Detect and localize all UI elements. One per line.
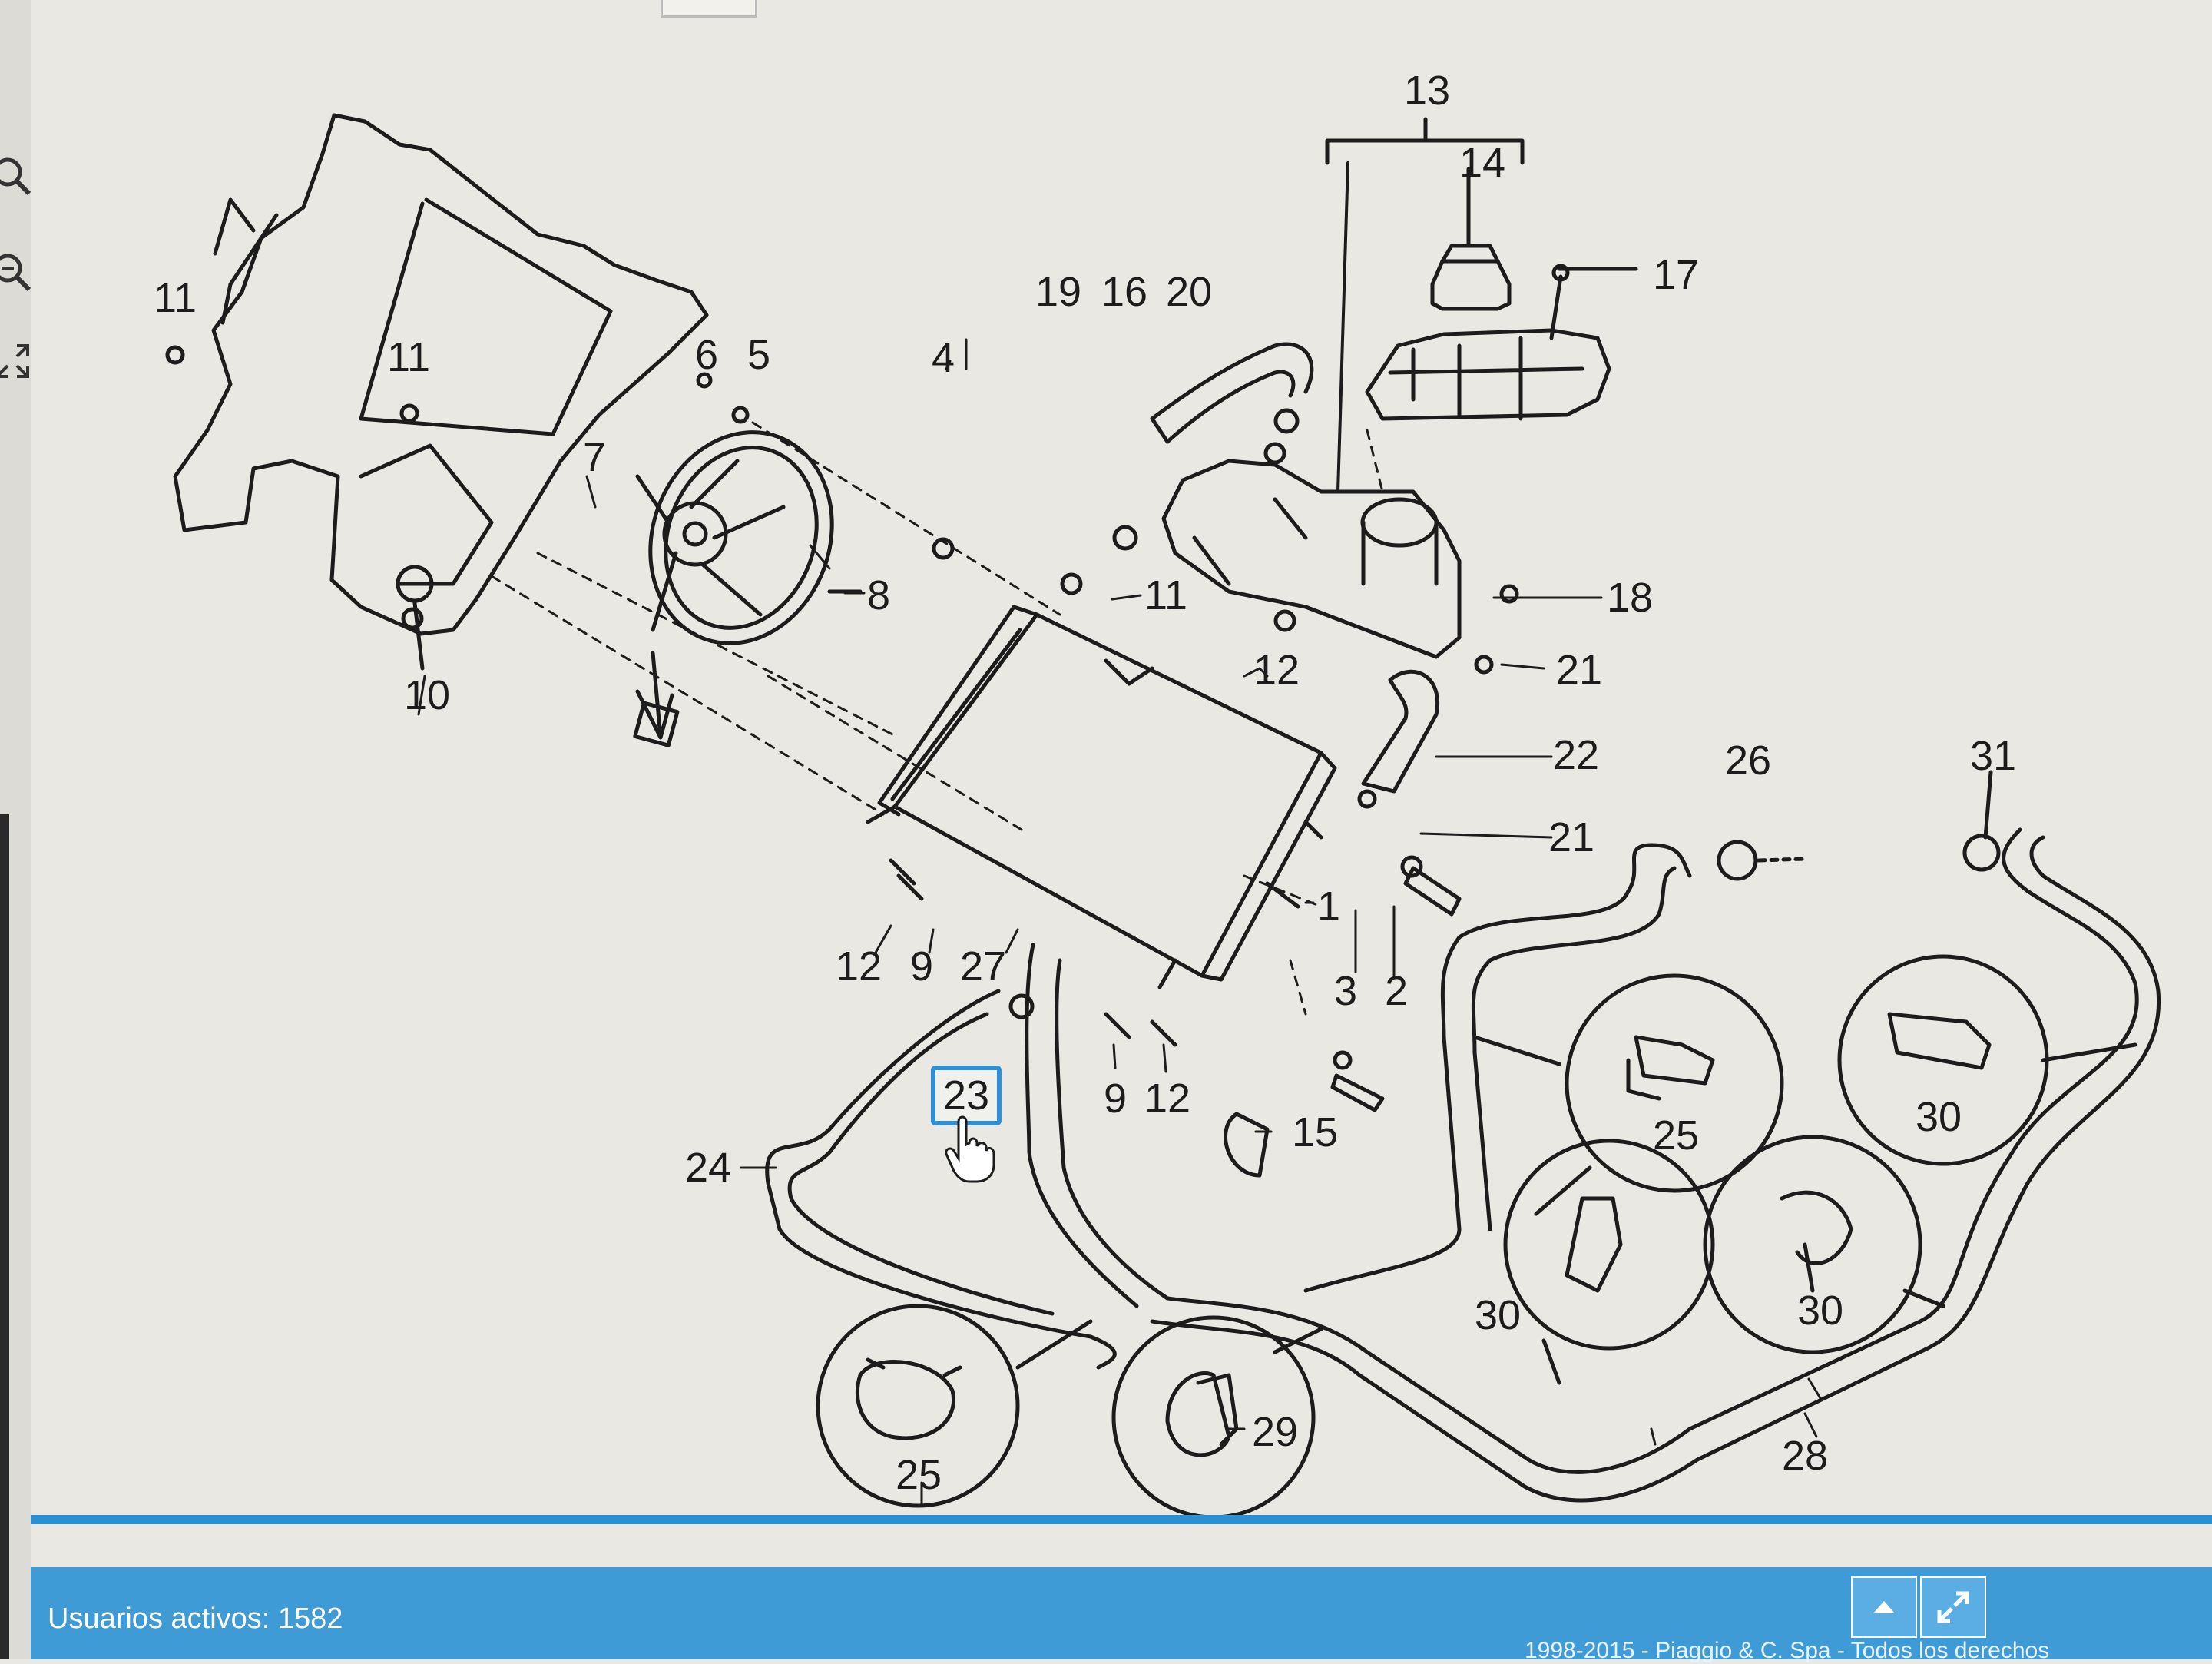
callout-11[interactable]: 11 [153,275,197,321]
zoom-out-icon[interactable] [0,250,35,296]
callout-31[interactable]: 31 [1969,733,2017,779]
scroll-top-icon [1873,1601,1895,1613]
callout-17[interactable]: 17 [1652,252,1700,298]
detail-circle-29 [1111,1315,1323,1520]
callout-20[interactable]: 20 [1165,269,1213,315]
connector-part-31 [1962,770,2001,872]
callout-11[interactable]: 11 [1144,572,1188,618]
callout-21[interactable]: 21 [1548,814,1595,860]
detail-circle-30a [1503,1139,1715,1385]
radiator-part-1 [866,605,1337,989]
callout-25[interactable]: 25 [895,1452,942,1498]
detail-circle-25b [1472,973,1784,1193]
assembly-guide-lines [490,421,1384,1016]
callout-25[interactable]: 25 [1652,1112,1700,1159]
callout-27[interactable]: 27 [959,943,1007,989]
callout-30[interactable]: 30 [1474,1292,1522,1338]
hose-part-28 [1150,827,2161,1503]
expansion-tank-part-13 [1161,459,1462,659]
callout-8[interactable]: 8 [866,572,891,618]
callout-6[interactable]: 6 [694,332,719,378]
left-toolbar [0,115,46,423]
expand-icon [1937,1591,1969,1623]
callout-28[interactable]: 28 [1781,1433,1829,1479]
active-users-status: Usuarios activos: 1582 [48,1603,343,1635]
shroud-part-10 [173,113,709,671]
hose-part-20 [1150,342,1314,465]
small-hardware [165,345,1519,1178]
callout-3[interactable]: 3 [1333,968,1358,1014]
fan-part-8 [633,430,863,747]
hand-pointer-cursor [945,1115,995,1183]
detail-circle-30b [1837,954,2137,1166]
scroll-top-button[interactable] [1851,1576,1917,1638]
callout-1[interactable]: 1 [1316,883,1341,930]
detail-circle-25a [816,1304,1093,1508]
callout-26[interactable]: 26 [1724,738,1772,784]
hose-part-24 [765,943,1170,1370]
monitor-bezel [0,814,9,1659]
callout-leaders [417,338,1822,1507]
cap-part-14 [1430,167,1512,311]
callout-23-highlighted[interactable]: 23 [930,1066,1002,1125]
callout-9[interactable]: 9 [1103,1076,1128,1122]
callout-15[interactable]: 15 [1291,1109,1339,1155]
fullscreen-icon[interactable] [0,338,35,384]
detail-circle-30c [1703,1135,1945,1354]
copyright-text: 1998-2015 - Piaggio & C. Spa - Todos los… [1525,1638,2050,1663]
callout-29[interactable]: 29 [1251,1409,1299,1455]
callout-12[interactable]: 12 [835,943,882,989]
callout-21[interactable]: 21 [1555,647,1603,693]
callout-14[interactable]: 14 [1459,140,1506,186]
callout-4[interactable]: 4 [931,335,955,381]
callout-30[interactable]: 30 [1796,1288,1844,1334]
callout-24[interactable]: 24 [684,1145,732,1191]
callout-12[interactable]: 12 [1253,647,1300,693]
callout-5[interactable]: 5 [747,332,771,378]
callout-16[interactable]: 16 [1101,269,1148,315]
top-tab[interactable] [661,0,757,18]
bracket-13 [1325,117,1525,493]
callout-9[interactable]: 9 [909,943,934,989]
callout-13[interactable]: 13 [1403,68,1451,114]
callout-10[interactable]: 10 [403,672,451,718]
callout-19[interactable]: 19 [1035,269,1082,315]
footer-bar [31,1567,2212,1659]
bracket-part-17 [1365,264,1638,421]
hose-part-26 [1303,840,1807,1293]
hose-part-22 [1361,669,1439,794]
footer-divider [31,1515,2212,1524]
zoom-in-icon[interactable] [0,154,35,200]
callout-7[interactable]: 7 [582,434,607,480]
callout-12[interactable]: 12 [1144,1076,1191,1122]
callout-11[interactable]: 11 [386,334,431,380]
callout-22[interactable]: 22 [1552,732,1600,778]
callout-2[interactable]: 2 [1384,968,1409,1014]
expand-button[interactable] [1920,1576,1986,1638]
callout-18[interactable]: 18 [1606,575,1654,621]
callout-30[interactable]: 30 [1915,1094,1962,1140]
